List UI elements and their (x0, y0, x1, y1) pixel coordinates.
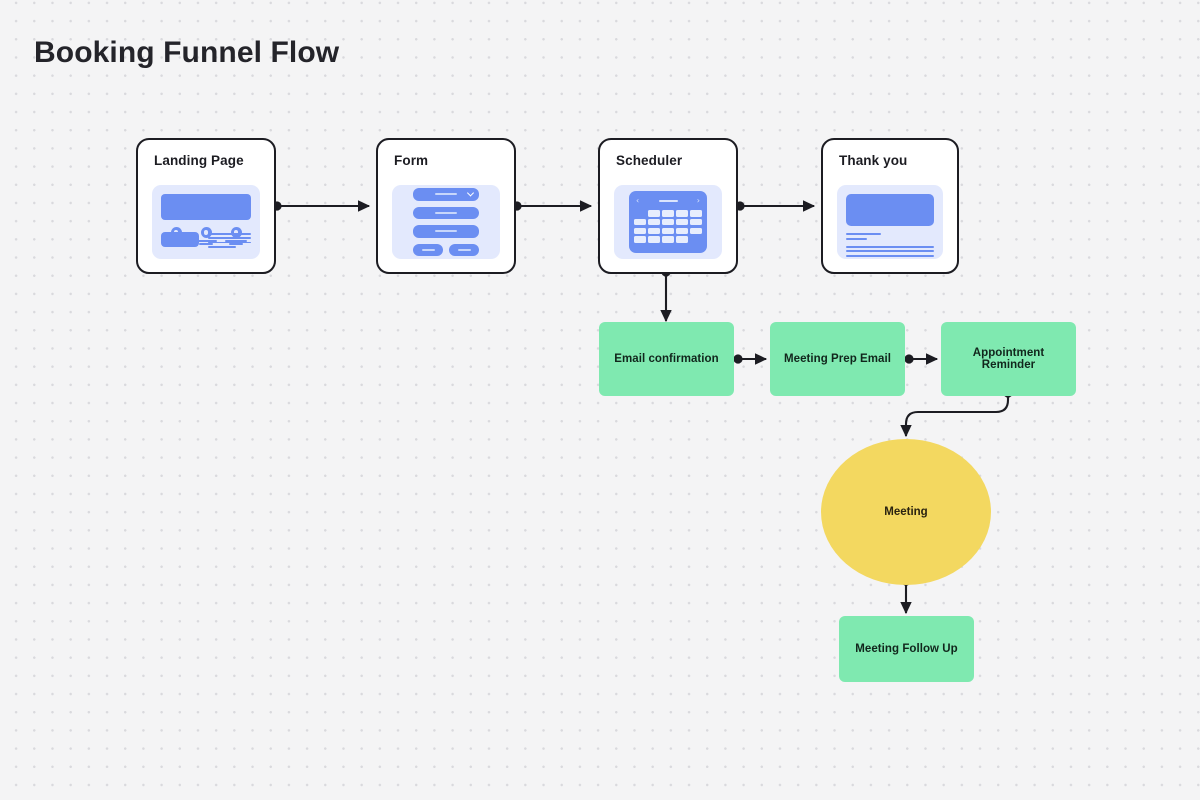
stage-card-form[interactable]: Form (376, 138, 516, 274)
chevron-left-icon: ‹ (636, 196, 640, 205)
stage-title-scheduler: Scheduler (616, 153, 683, 168)
edge-form-to-scheduler (512, 200, 593, 212)
calendar-widget: ‹ › (629, 191, 707, 253)
wireframe-button-row (413, 243, 479, 256)
edge-scheduler-to-thankyou (735, 200, 816, 212)
page-title: Booking Funnel Flow (34, 36, 340, 69)
calendar-wireframe: ‹ › (614, 185, 722, 259)
wireframe-button (413, 243, 443, 256)
wireframe-cta-row (161, 232, 251, 250)
edge-scheduler-to-email-confirmation (660, 267, 672, 323)
stage-title-thank-you: Thank you (839, 153, 908, 168)
node-meeting-prep-email[interactable]: Meeting Prep Email (770, 322, 905, 396)
stage-card-scheduler[interactable]: Scheduler ‹ › (598, 138, 738, 274)
edge-email-confirmation-to-prep (733, 353, 768, 365)
node-meeting[interactable]: Meeting (821, 439, 991, 585)
chevron-right-icon: › (696, 196, 700, 205)
edge-prep-to-reminder (904, 353, 939, 365)
node-appointment-reminder[interactable]: Appointment Reminder (941, 322, 1076, 396)
node-email-confirmation[interactable]: Email confirmation (599, 322, 734, 396)
wireframe-text-lines (208, 232, 251, 250)
wireframe-text-lines (846, 233, 934, 259)
calendar-month-label (658, 199, 678, 203)
wireframe-feature-icon (200, 227, 212, 238)
stage-card-thank-you[interactable]: Thank you (821, 138, 959, 274)
landing-page-wireframe (152, 185, 260, 259)
wireframe-input-field (413, 206, 479, 219)
stage-title-form: Form (394, 153, 429, 168)
wireframe-select-field (413, 188, 479, 201)
wireframe-hero-banner (846, 194, 934, 226)
edge-landing-to-form (272, 200, 371, 212)
wireframe-feature-icon (230, 227, 242, 238)
wireframe-input-field (413, 225, 479, 238)
chevron-down-icon (466, 189, 475, 197)
calendar-header: ‹ › (634, 197, 702, 205)
node-meeting-follow-up[interactable]: Meeting Follow Up (839, 616, 974, 682)
confirmation-wireframe (837, 185, 943, 259)
wireframe-feature-item (191, 227, 221, 245)
calendar-day-grid (634, 210, 702, 243)
stage-title-landing-page: Landing Page (154, 153, 244, 168)
stage-card-landing-page[interactable]: Landing Page (136, 138, 276, 274)
wireframe-button (449, 243, 479, 256)
wireframe-hero-banner (161, 194, 251, 220)
form-wireframe (392, 185, 500, 259)
wireframe-feature-item (221, 227, 251, 245)
wireframe-cta-button (161, 232, 199, 248)
